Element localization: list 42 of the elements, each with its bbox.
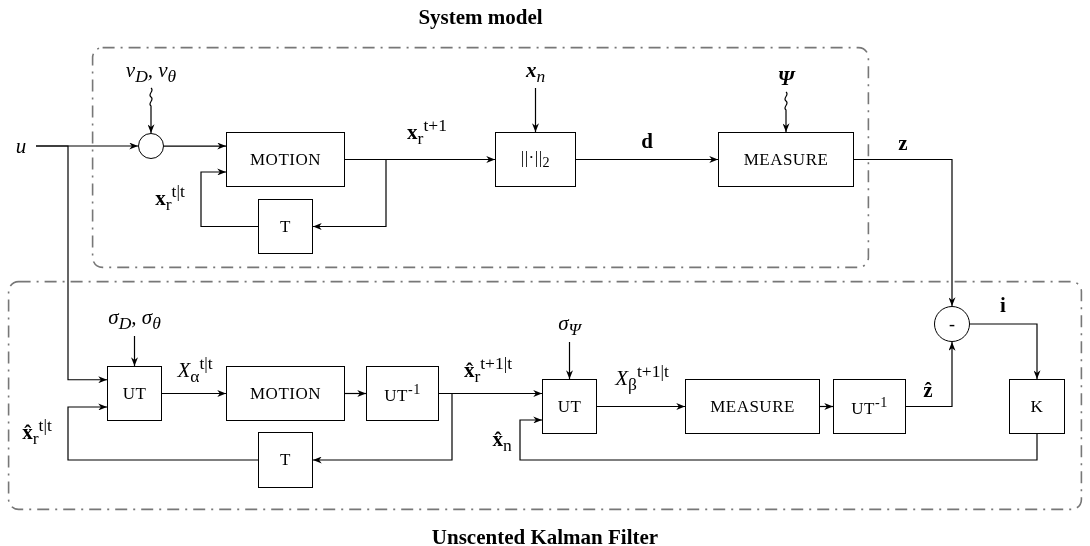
block: MOTION xyxy=(226,366,345,421)
arrow xyxy=(519,416,1038,461)
block: UT$^{-1}$ xyxy=(366,366,439,421)
arrow xyxy=(782,91,790,133)
group-heading: Unscented Kalman Filter xyxy=(430,525,660,546)
symbol-label: Ψ xyxy=(771,64,801,92)
arrow xyxy=(596,403,686,410)
arrow xyxy=(67,403,259,461)
block: MEASURE xyxy=(718,132,854,187)
arrow xyxy=(566,341,573,380)
symbol-label: σ$_{D}$, σ$_{θ}$ xyxy=(92,304,177,336)
arrow xyxy=(161,390,227,397)
arrow xyxy=(163,142,227,150)
block: K xyxy=(1009,379,1065,434)
block: MEASURE xyxy=(685,379,820,434)
block: T xyxy=(258,199,313,254)
arrow xyxy=(312,392,453,464)
arrow xyxy=(344,390,367,397)
block: UT$^{-1}$ xyxy=(833,379,906,434)
arrow xyxy=(853,158,956,307)
symbol-label: x$_{n}$ xyxy=(513,58,558,88)
arrow xyxy=(147,87,155,134)
block: ||·||$_{2}$ xyxy=(495,132,576,187)
arrow xyxy=(200,168,259,228)
group-heading: System model xyxy=(417,5,544,30)
symbol-label: u xyxy=(6,132,36,160)
arrow xyxy=(131,335,138,367)
arrow xyxy=(35,145,108,384)
arrow xyxy=(532,87,539,133)
arrow xyxy=(819,403,834,410)
block: T xyxy=(258,432,313,488)
arrow xyxy=(905,341,956,408)
symbol-label: ν$_{D}$, ν$_{θ}$ xyxy=(108,58,194,88)
summing-junction xyxy=(138,133,164,159)
summing-junction: - xyxy=(934,306,970,342)
block: UT xyxy=(107,366,162,421)
arrow xyxy=(312,158,387,230)
arrow xyxy=(969,323,1041,380)
arrow xyxy=(575,156,719,163)
block: UT xyxy=(542,379,597,434)
symbol-label: σ$_{Ψ}$ xyxy=(549,310,590,342)
block: MOTION xyxy=(226,132,345,187)
